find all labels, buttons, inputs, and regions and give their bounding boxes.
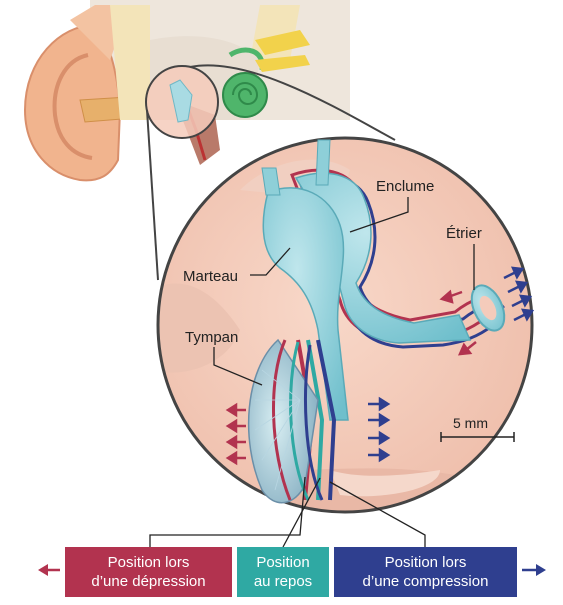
label-etrier: Étrier [446, 225, 482, 242]
legend-arrow-right [522, 564, 546, 576]
label-marteau: Marteau [183, 268, 238, 285]
legend-arrow-left [38, 564, 60, 576]
label-enclume: Enclume [376, 178, 434, 195]
zoom-connector-left [147, 110, 158, 280]
scale-bar-label: 5 mm [453, 415, 488, 431]
label-tympan: Tympan [185, 329, 238, 346]
